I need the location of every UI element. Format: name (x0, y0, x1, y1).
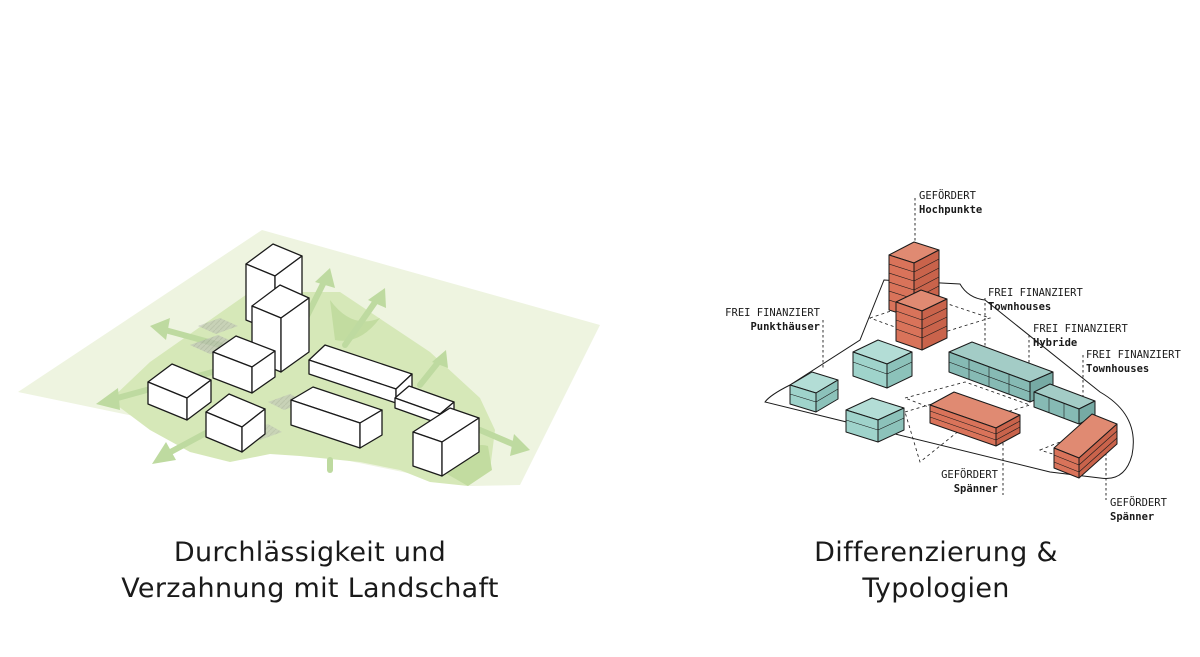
block-punkthaeuser-2 (852, 339, 913, 389)
label-townhouses-right-type: Townhouses (1086, 363, 1150, 375)
block-punkthaeuser-3 (845, 397, 905, 443)
caption-typologies-line-1: Differenzierung & (814, 537, 1058, 568)
block-spaenner-mid (929, 391, 1021, 447)
green-swale-south (440, 445, 492, 486)
landscape-diagram (18, 230, 600, 486)
green-swale (330, 300, 380, 341)
label-townhouses-top-category: FREI FINANZIERT (988, 287, 1083, 299)
caption-landscape-line-2: Verzahnung mit Landschaft (121, 573, 499, 604)
site-outline (764, 279, 1134, 480)
caption-typologies: Differenzierung & Typologien (686, 535, 1186, 607)
caption-typologies-line-2: Typologien (862, 573, 1010, 604)
white-buildings (147, 243, 480, 477)
label-spaenner-mid-category: GEFÖRDERT (941, 469, 998, 481)
label-spaenner-right-category: GEFÖRDERT (1110, 497, 1167, 509)
caption-landscape-line-1: Durchlässigkeit und (173, 537, 447, 568)
label-townhouses-top-type: Townhouses (988, 301, 1052, 313)
tower-hochpunkte-front (895, 289, 948, 351)
block-spaenner-right (1053, 413, 1118, 479)
label-punkthaeuser: FREI FINANZIERT Punkthäuser (725, 306, 820, 334)
label-townhouses-top: FREI FINANZIERT Townhouses (988, 286, 1083, 314)
typology-diagram (764, 198, 1134, 500)
label-spaenner-mid: GEFÖRDERT Spänner (941, 468, 998, 496)
label-spaenner-mid-type: Spänner (953, 483, 998, 495)
block-townhouses-right (1033, 383, 1096, 425)
label-spaenner-right-type: Spänner (1110, 511, 1155, 523)
block-punkthaeuser-1 (789, 371, 839, 413)
label-hochpunkte: GEFÖRDERT Hochpunkte (919, 189, 982, 217)
label-punkthaeuser-category: FREI FINANZIERT (725, 307, 820, 319)
label-punkthaeuser-type: Punkthäuser (750, 321, 820, 333)
label-hochpunkte-type: Hochpunkte (919, 204, 983, 216)
label-townhouses-right: FREI FINANZIERT Townhouses (1086, 348, 1181, 376)
label-hybride-type: Hybride (1033, 337, 1078, 349)
label-hybride-category: FREI FINANZIERT (1033, 323, 1128, 335)
label-townhouses-right-category: FREI FINANZIERT (1086, 349, 1181, 361)
caption-landscape: Durchlässigkeit und Verzahnung mit Lands… (60, 535, 560, 607)
label-spaenner-right: GEFÖRDERT Spänner (1110, 496, 1167, 524)
label-hybride: FREI FINANZIERT Hybride (1033, 322, 1128, 350)
label-hochpunkte-category: GEFÖRDERT (919, 190, 976, 202)
